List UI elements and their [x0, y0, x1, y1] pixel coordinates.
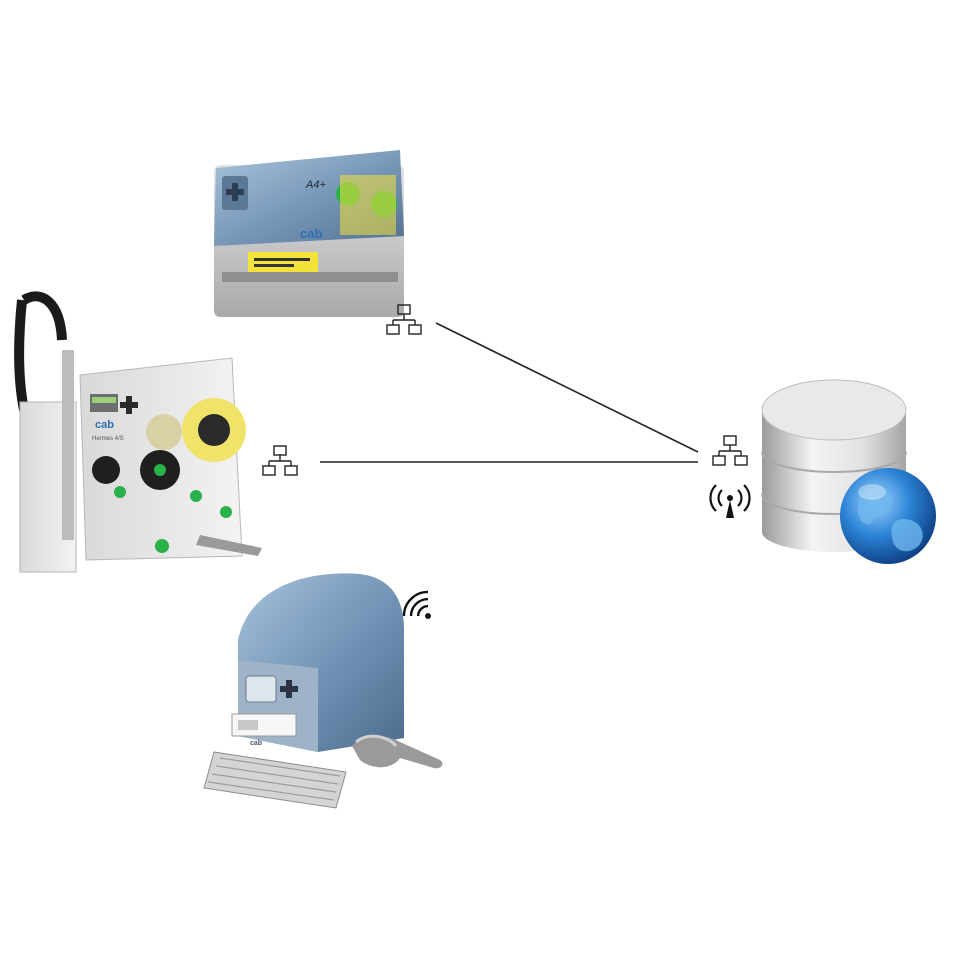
desktop-printer-brand-label: cab	[250, 740, 262, 747]
keyboard	[203, 751, 347, 809]
connection-line-a4-server	[435, 322, 699, 453]
desktop-printer-device: cab	[203, 573, 443, 809]
printer-a4-device: A4+ cab	[214, 150, 404, 317]
control-pad-icon	[226, 183, 244, 201]
printer-a4-brand-label: cab	[300, 226, 322, 241]
barcode-scanner	[352, 734, 443, 769]
wifi-icon	[402, 590, 431, 619]
network-icon	[262, 445, 298, 476]
network-icon	[386, 304, 422, 335]
print-apply-brand-label: cab	[95, 419, 114, 431]
network-icon	[712, 435, 748, 466]
wireless-antenna-icon	[709, 484, 751, 518]
database-icon	[761, 379, 907, 552]
database-server	[761, 379, 936, 564]
control-pad-icon	[120, 396, 138, 414]
printer-a4-model-label: A4+	[305, 179, 326, 191]
print-apply-model-label: Hermes 4/S	[92, 436, 124, 442]
globe-icon	[840, 468, 936, 564]
control-pad-icon	[280, 680, 298, 698]
print-apply-device: cab Hermes 4/S	[14, 291, 262, 573]
